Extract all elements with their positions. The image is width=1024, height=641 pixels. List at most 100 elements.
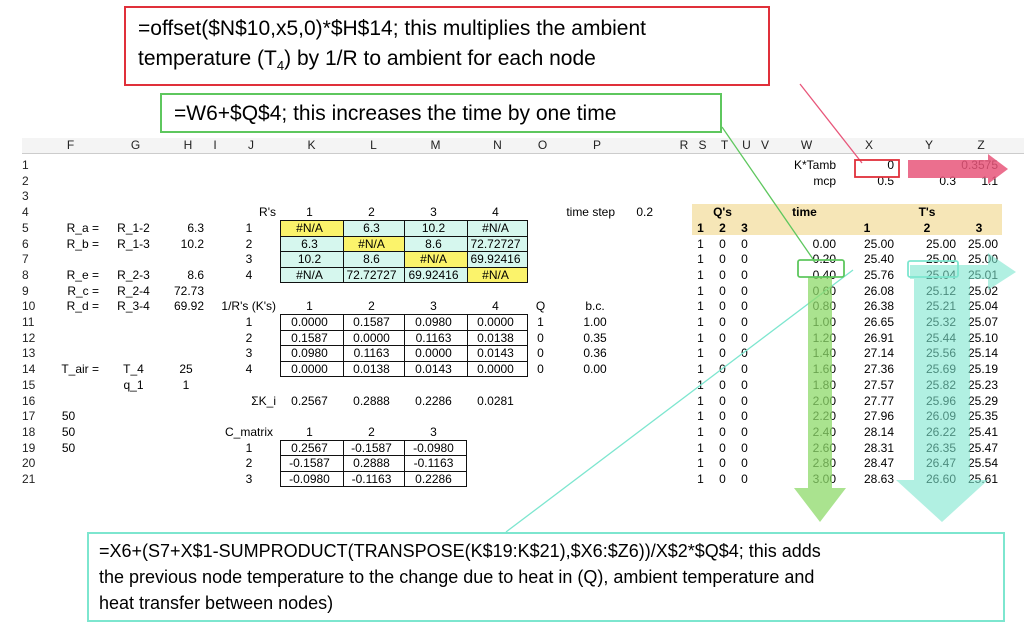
sim-temp-cell[interactable]: 26.08 (863, 283, 894, 298)
column-header-R[interactable]: R (679, 138, 689, 152)
row-header-6[interactable]: 6 (22, 236, 29, 251)
sim-time-cell[interactable]: 0.00 (812, 236, 836, 251)
column-header-F[interactable]: F (66, 138, 75, 152)
rmatrix-row-label[interactable]: 4 (245, 267, 253, 282)
sim-temp-cell[interactable]: 25.07 (967, 315, 998, 329)
row-header-7[interactable]: 7 (22, 252, 29, 267)
param-name-5[interactable]: T_4 (123, 362, 144, 377)
column-header-X[interactable]: X (864, 138, 873, 152)
sim-q-cell[interactable]: 0 (741, 315, 748, 329)
ktamb-value[interactable]: 0.345 (925, 158, 956, 172)
param-name-0[interactable]: R_1-2 (117, 220, 150, 235)
column-header-V[interactable]: V (760, 138, 769, 152)
kmatrix-head-1[interactable]: 1 (306, 299, 313, 314)
rmatrix-cell[interactable]: #N/A (482, 267, 509, 282)
rmatrix-cell[interactable]: 6.3 (363, 220, 380, 235)
cmatrix-cell[interactable]: -0.1587 (351, 440, 392, 455)
sim-time-cell[interactable]: 1.60 (812, 362, 836, 377)
kmatrix-cell[interactable]: 0.0000 (291, 362, 328, 377)
sim-temp-cell[interactable]: 25.41 (967, 424, 998, 439)
column-header-M[interactable]: M (430, 138, 441, 152)
param-name-1[interactable]: R_1-3 (117, 236, 150, 251)
t-node-head[interactable]: 3 (975, 220, 983, 235)
sumk-label[interactable]: ΣK_i (251, 393, 276, 408)
param-value-1[interactable]: 10.2 (180, 236, 204, 251)
rmatrix-head-4[interactable]: 4 (492, 205, 499, 220)
sim-temp-cell[interactable]: 25.19 (967, 362, 998, 377)
row-header-16[interactable]: 16 (22, 393, 36, 408)
q-head[interactable]: Q (535, 299, 546, 314)
qs-head[interactable]: Q's (713, 205, 732, 220)
ktamb-value[interactable]: 0 (887, 158, 894, 172)
sim-temp-cell[interactable]: 25.47 (967, 440, 998, 455)
sim-temp-cell[interactable]: 25.00 (967, 252, 998, 267)
param-label-8[interactable]: 50 (61, 440, 76, 455)
sim-q-cell[interactable]: 0 (719, 346, 726, 361)
row-header-3[interactable]: 3 (22, 189, 29, 204)
cmatrix-head-2[interactable]: 2 (368, 424, 375, 439)
param-value-3[interactable]: 72.73 (173, 283, 204, 298)
sim-q-cell[interactable]: 0 (719, 472, 726, 486)
time-head[interactable]: time (792, 205, 817, 220)
sim-time-cell[interactable]: 0.20 (812, 252, 836, 267)
rmatrix-cell[interactable]: 8.6 (363, 252, 380, 267)
sim-q-cell[interactable]: 0 (741, 330, 748, 345)
row-header-8[interactable]: 8 (22, 267, 29, 282)
sim-q-cell[interactable]: 0 (719, 267, 726, 282)
sim-q-cell[interactable]: 0 (741, 456, 748, 471)
param-label-4[interactable]: R_d = (66, 299, 99, 314)
cmatrix-cell[interactable]: -0.1587 (289, 456, 330, 471)
sim-time-cell[interactable]: 1.80 (812, 377, 836, 392)
sim-temp-cell[interactable]: 25.54 (967, 456, 998, 471)
sim-q-cell[interactable]: 1 (697, 252, 704, 267)
kmatrix-cell[interactable]: 0.0138 (477, 330, 514, 345)
kmatrix-cell[interactable]: 0.1587 (353, 315, 390, 329)
sim-temp-cell[interactable]: 25.44 (925, 330, 956, 345)
sim-time-cell[interactable]: 0.40 (812, 267, 836, 282)
rmatrix-cell[interactable]: 10.2 (297, 252, 322, 267)
rmatrix-row-label[interactable]: 1 (245, 220, 253, 235)
row-header-9[interactable]: 9 (22, 283, 29, 298)
column-header-H[interactable]: H (183, 138, 193, 152)
sim-temp-cell[interactable]: 25.04 (925, 267, 956, 282)
sim-time-cell[interactable]: 0.60 (812, 283, 836, 298)
param-value-2[interactable]: 8.6 (187, 267, 204, 282)
sim-temp-cell[interactable]: 27.36 (863, 362, 894, 377)
rmatrix-cell[interactable]: #N/A (482, 220, 509, 235)
sim-q-cell[interactable]: 1 (697, 315, 704, 329)
param-label-6[interactable]: 50 (61, 409, 76, 424)
param-value-0[interactable]: 6.3 (187, 220, 204, 235)
sim-q-cell[interactable]: 0 (741, 440, 748, 455)
row-header-19[interactable]: 19 (22, 440, 36, 455)
sim-q-cell[interactable]: 0 (719, 362, 726, 377)
rmatrix-head-1[interactable]: 1 (306, 205, 313, 220)
t-node-head[interactable]: 2 (923, 220, 931, 235)
bc-head[interactable]: b.c. (585, 299, 605, 314)
sim-q-cell[interactable]: 0 (741, 252, 748, 267)
row-header-18[interactable]: 18 (22, 424, 36, 439)
row-header-13[interactable]: 13 (22, 346, 36, 361)
sim-q-cell[interactable]: 1 (697, 330, 704, 345)
q-value[interactable]: 0 (537, 330, 544, 345)
param-label-1[interactable]: R_b = (66, 236, 99, 251)
bc-value[interactable]: 1.00 (583, 315, 607, 329)
sim-temp-cell[interactable]: 27.57 (863, 377, 894, 392)
column-header-S[interactable]: S (698, 138, 707, 152)
param-label-3[interactable]: R_c = (67, 283, 99, 298)
row-header-21[interactable]: 21 (22, 472, 36, 486)
sim-time-cell[interactable]: 1.40 (812, 346, 836, 361)
kmatrix-cell[interactable]: 0.0000 (291, 315, 328, 329)
param-label-0[interactable]: R_a = (66, 220, 99, 235)
sim-q-cell[interactable]: 1 (697, 362, 704, 377)
row-header-1[interactable]: 1 (22, 158, 29, 172)
sim-q-cell[interactable]: 0 (719, 252, 726, 267)
param-name-6[interactable]: q_1 (123, 377, 144, 392)
cmatrix-row-label[interactable]: 3 (245, 472, 253, 486)
rmatrix-head-2[interactable]: 2 (368, 205, 375, 220)
sim-q-cell[interactable]: 0 (741, 362, 748, 377)
sim-temp-cell[interactable]: 26.22 (925, 424, 956, 439)
rmatrix-cell[interactable]: #N/A (420, 252, 447, 267)
sim-time-cell[interactable]: 2.80 (812, 456, 836, 471)
sim-temp-cell[interactable]: 25.56 (925, 346, 956, 361)
